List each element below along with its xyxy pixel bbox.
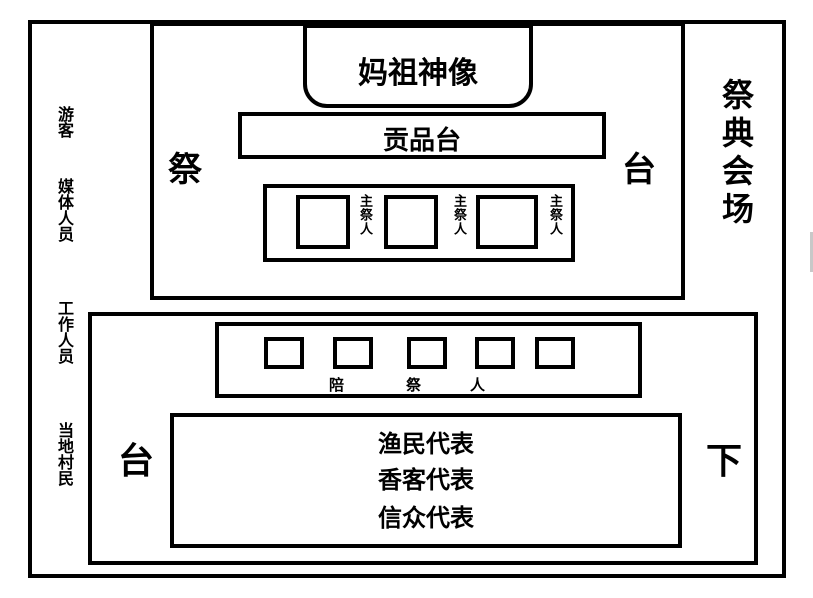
lower-area-label-right: 下 bbox=[706, 441, 743, 482]
assistant-position-3 bbox=[407, 337, 447, 369]
assistant-position-5 bbox=[535, 337, 575, 369]
offering-table bbox=[238, 112, 606, 159]
rep-fishermen: 渔民代表 bbox=[378, 430, 474, 458]
lower-area-label-left: 台 bbox=[118, 441, 155, 482]
audience-media: 媒体人员 bbox=[55, 178, 74, 242]
assistant-label-char-1: 陪 bbox=[329, 376, 345, 394]
officiant-label-1: 主祭人 bbox=[357, 194, 372, 236]
assistant-label-char-2: 祭 bbox=[406, 376, 422, 394]
venue-label: 祭典会场 bbox=[717, 78, 755, 230]
officiant-position-3 bbox=[476, 195, 538, 249]
audience-villagers: 当地村民 bbox=[55, 422, 74, 486]
altar-stage-label-left: 祭 bbox=[168, 150, 202, 190]
representatives-area bbox=[170, 413, 682, 548]
mazu-statue bbox=[303, 24, 533, 108]
officiant-position-2 bbox=[384, 195, 438, 249]
audience-visitors: 游客 bbox=[55, 106, 74, 138]
officiant-position-1 bbox=[296, 195, 350, 249]
altar-stage-label-right: 台 bbox=[622, 150, 656, 190]
assistant-label-char-3: 人 bbox=[470, 376, 486, 394]
mazu-statue-label: 妈祖神像 bbox=[358, 56, 478, 91]
officiant-label-3: 主祭人 bbox=[547, 194, 562, 236]
rep-pilgrims: 香客代表 bbox=[378, 466, 474, 494]
officiant-label-2: 主祭人 bbox=[451, 194, 466, 236]
assistant-position-2 bbox=[333, 337, 373, 369]
offering-table-label: 贡品台 bbox=[382, 126, 461, 156]
edge-mark bbox=[810, 232, 813, 272]
rep-believers: 信众代表 bbox=[378, 504, 474, 532]
assistant-position-1 bbox=[264, 337, 304, 369]
audience-staff: 工作人员 bbox=[55, 300, 74, 364]
assistant-position-4 bbox=[475, 337, 515, 369]
